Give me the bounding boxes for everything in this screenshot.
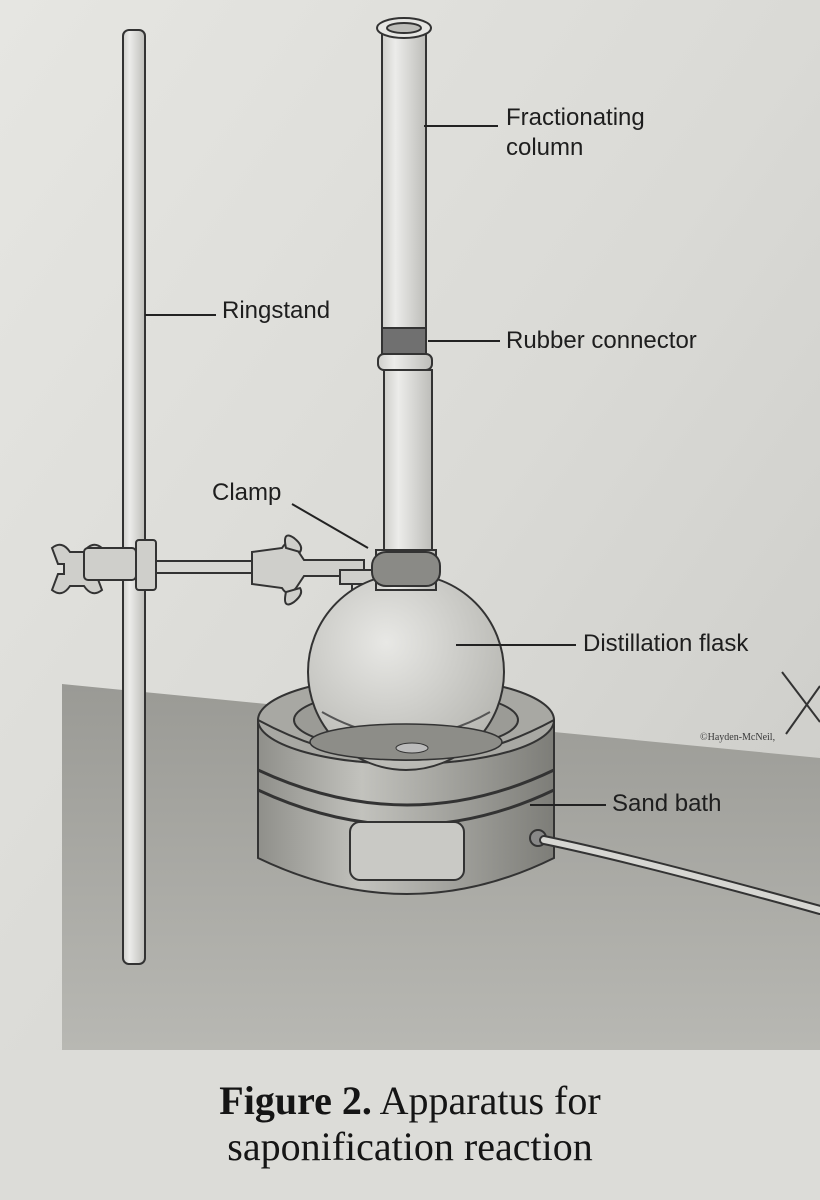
- leader-lines: [145, 125, 606, 806]
- clamp: [50, 534, 377, 606]
- rubber-connector-label: Rubber connector: [506, 327, 697, 354]
- fractionating-column-label: Fractionating column: [506, 104, 645, 161]
- figure-caption: Figure 2. Apparatus for saponification r…: [0, 1078, 820, 1170]
- distillation-flask: [307, 549, 505, 771]
- distillation-flask-label: Distillation flask: [583, 630, 749, 657]
- image-credit: ©Hayden-McNeil,: [700, 732, 776, 743]
- caption-text: Apparatus for saponification reaction: [227, 1078, 601, 1169]
- sand-surface: [309, 723, 503, 761]
- sand-bath-label: Sand bath: [612, 790, 722, 817]
- ringstand-label: Ringstand: [222, 297, 331, 324]
- stir-bar: [395, 742, 429, 754]
- page-bottom: [0, 1050, 820, 1200]
- fractionating-column: [376, 17, 433, 551]
- caption-number: Figure 2.: [219, 1078, 372, 1123]
- clamp-label: Clamp: [212, 479, 282, 506]
- corner-mark: [781, 671, 820, 735]
- ringstand-rod: [122, 29, 146, 965]
